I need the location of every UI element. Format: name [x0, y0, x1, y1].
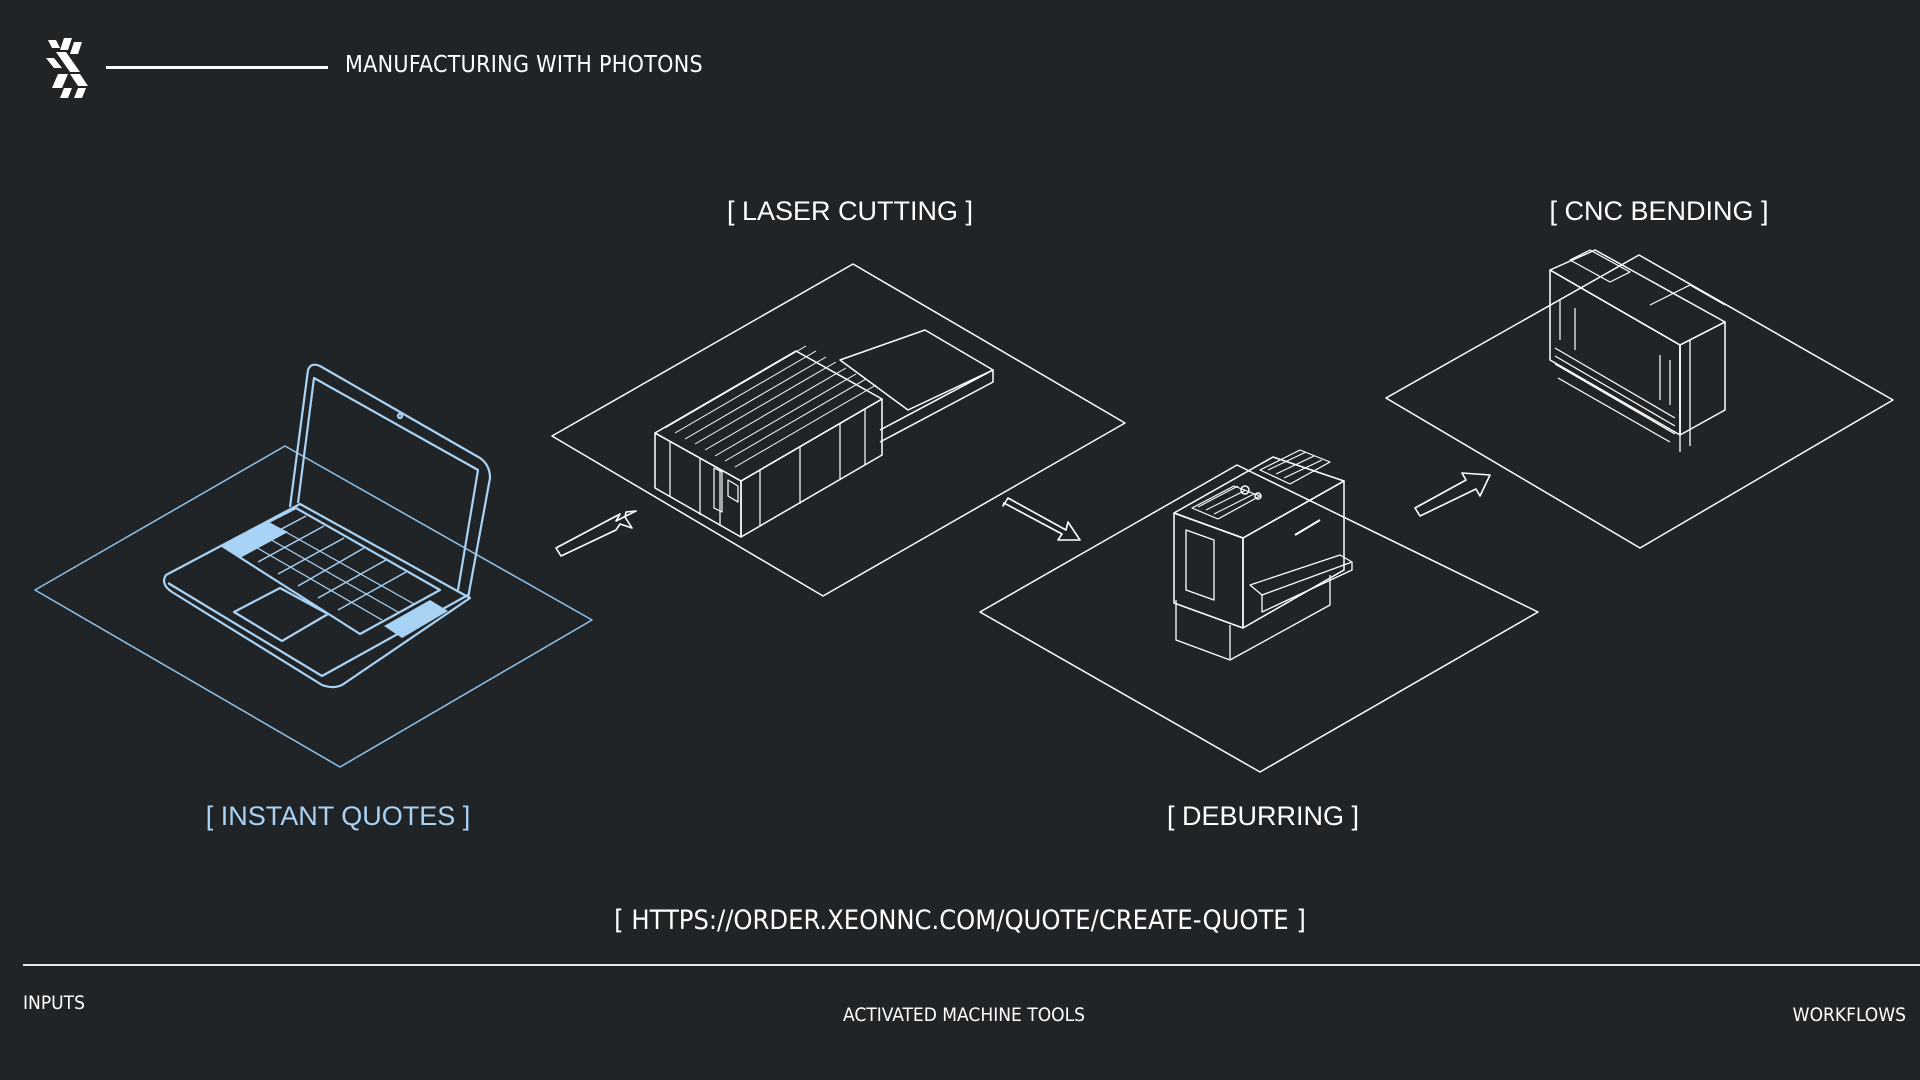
quote-url-link[interactable]: [ HTTPS://ORDER.XEONNC.COM/QUOTE/CREATE-…	[614, 905, 1306, 936]
laser-cutter-icon[interactable]	[654, 329, 994, 538]
header-tagline: MANUFACTURING WITH PHOTONS	[345, 52, 703, 78]
step-laser-cutting-plane	[551, 263, 1126, 597]
step-deburring-label: [ DEBURRING ]	[1167, 801, 1359, 831]
step-cnc-bending-plane	[1385, 254, 1894, 549]
footer-machine-tools-label: ACTIVATED MACHINE TOOLS	[843, 1004, 1085, 1026]
footer-rule	[23, 964, 1920, 966]
press-brake-icon[interactable]	[1549, 249, 1726, 452]
arrow-to-deburring	[1002, 497, 1081, 541]
step-laser-cutting-label: [ LASER CUTTING ]	[727, 196, 973, 226]
deburring-machine-icon[interactable]	[1173, 449, 1353, 661]
step-cnc-bending-label: [ CNC BENDING ]	[1549, 196, 1768, 226]
footer-workflows-label: WORKFLOWS	[1792, 1004, 1906, 1026]
step-instant-quotes-label: [ INSTANT QUOTES ]	[206, 801, 471, 831]
arrow-to-laser-cutting	[555, 510, 637, 557]
footer-inputs-label: INPUTS	[23, 992, 85, 1014]
xeon-logo-icon[interactable]	[44, 38, 92, 100]
laptop-icon[interactable]	[162, 363, 492, 689]
arrow-to-cnc-bending	[1414, 472, 1491, 517]
step-instant-quotes-plane	[34, 445, 593, 768]
header-rule	[106, 66, 328, 69]
step-deburring-plane	[979, 464, 1539, 773]
